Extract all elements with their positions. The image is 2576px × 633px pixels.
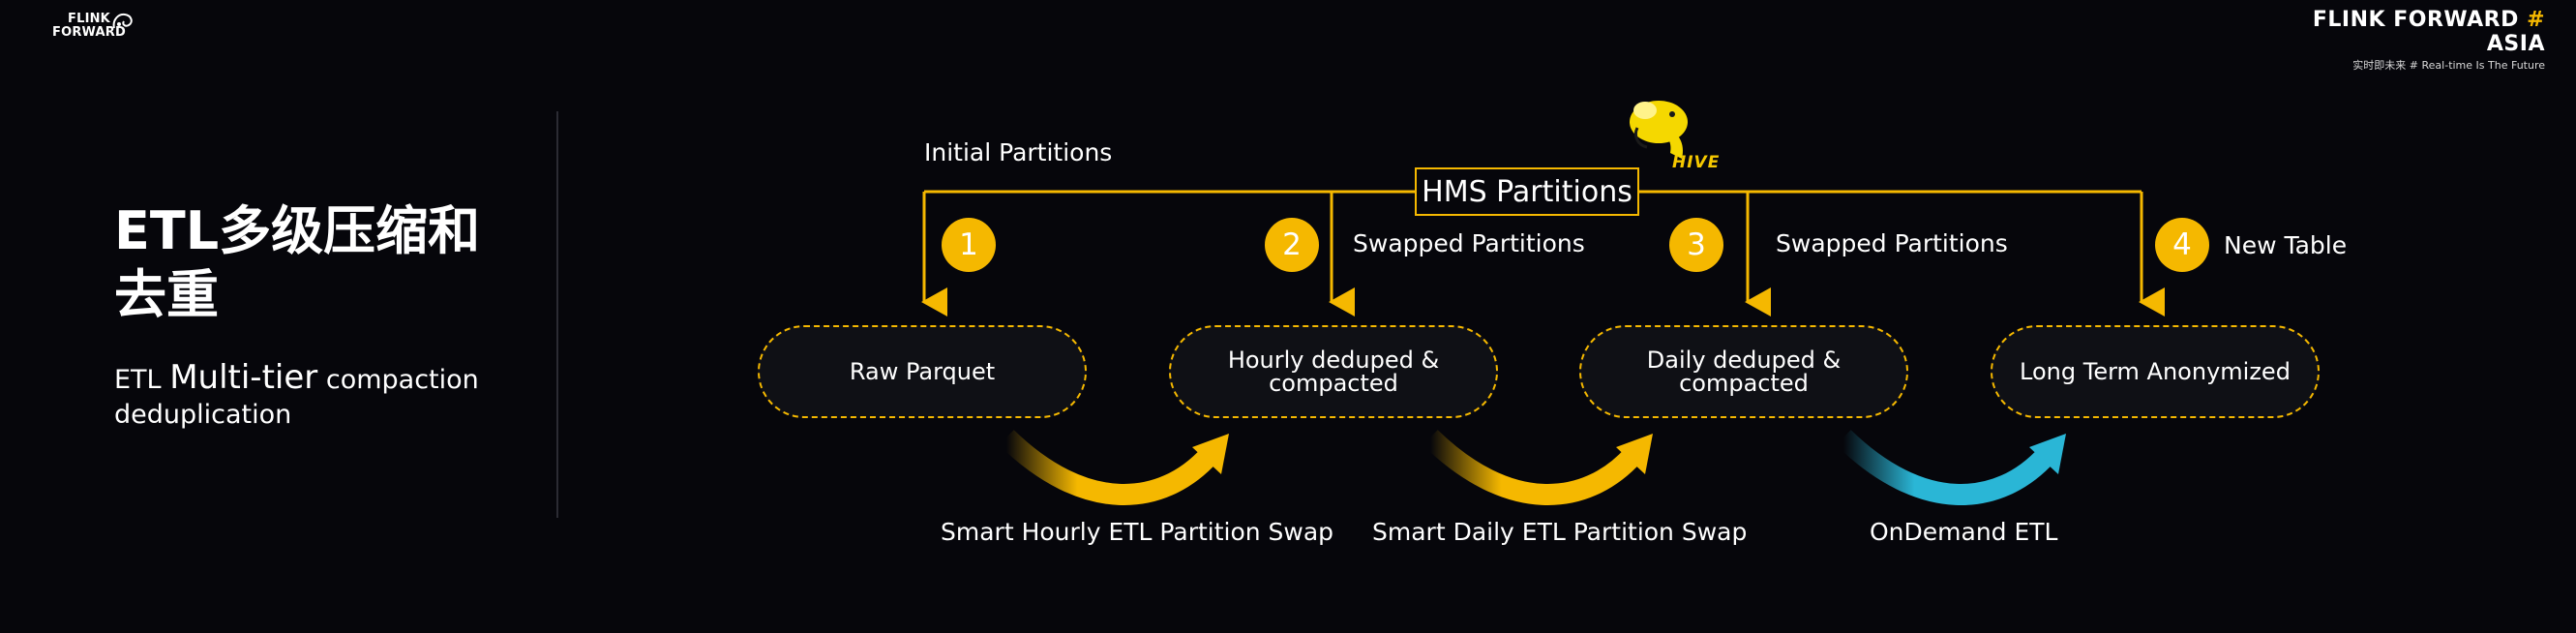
- swapped-partitions-label-2: Swapped Partitions: [1776, 229, 2008, 257]
- stage-box-daily: Daily deduped & compacted: [1579, 325, 1908, 418]
- stage-box-raw-parquet: Raw Parquet: [758, 325, 1087, 418]
- hive-logo-text: HIVE: [1672, 153, 1721, 172]
- step-circle-4: 4: [2155, 218, 2209, 272]
- stage-box-long-term: Long Term Anonymized: [1991, 325, 2320, 418]
- title-en-rest: compaction: [325, 365, 479, 395]
- title-en-big: Multi-tier: [169, 358, 318, 397]
- transition-arrow-2: [1423, 430, 1653, 505]
- hms-partitions-box: HMS Partitions: [1415, 167, 1639, 216]
- logo-line1: FLINK: [68, 12, 110, 26]
- swapped-partitions-label-1: Swapped Partitions: [1353, 229, 1585, 257]
- brand-main: FLINK FORWARD: [2312, 8, 2519, 32]
- slide-title-zh: ETL多级压缩和 去重: [114, 199, 501, 327]
- step-circle-2: 2: [1265, 218, 1319, 272]
- brand-region: ASIA: [2486, 32, 2545, 56]
- brand-hash: #: [2527, 8, 2545, 32]
- title-zh-line1: ETL多级压缩和: [114, 200, 481, 261]
- stage-box-line1: Hourly deduped &: [1227, 347, 1440, 374]
- transition-label-ondemand: OnDemand ETL: [1870, 518, 2058, 546]
- stage-box-line1: Raw Parquet: [849, 358, 996, 385]
- stage-box-line1: Long Term Anonymized: [2020, 358, 2291, 385]
- transition-arrow-3: [1836, 430, 2066, 505]
- hms-label: HMS Partitions: [1422, 174, 1632, 209]
- title-en-line1: ETL Multi-tier compaction: [114, 360, 540, 398]
- logo-line2: FORWARD: [52, 25, 126, 40]
- new-table-label: New Table: [2224, 231, 2348, 259]
- hive-bee-icon: [1630, 101, 1688, 159]
- step-circle-3: 3: [1669, 218, 1723, 272]
- transition-label-hourly: Smart Hourly ETL Partition Swap: [941, 518, 1334, 546]
- title-en-small: ETL: [114, 365, 162, 395]
- brand-header: FLINK FORWARD # ASIA 实时即未来 # Real-time I…: [2255, 8, 2545, 72]
- brand-title: FLINK FORWARD # ASIA: [2255, 8, 2545, 56]
- stage-box-line1: Daily deduped &: [1646, 347, 1842, 374]
- slide-title-en: ETL Multi-tier compaction deduplication: [114, 360, 540, 433]
- step-circle-1: 1: [942, 218, 996, 272]
- flink-forward-logo: FLINK FORWARD: [52, 13, 139, 45]
- squirrel-logo-icon: [112, 13, 133, 29]
- brand-subtitle: 实时即未来 # Real-time Is The Future: [2352, 59, 2545, 72]
- divider: [556, 111, 558, 518]
- transition-label-daily: Smart Daily ETL Partition Swap: [1372, 518, 1748, 546]
- stage-box-line2: compacted: [1269, 370, 1398, 397]
- stage-box-hourly: Hourly deduped & compacted: [1169, 325, 1498, 418]
- hive-logo: HIVE: [1618, 89, 1719, 178]
- transition-arrow-1: [999, 430, 1229, 505]
- initial-partitions-label: Initial Partitions: [924, 138, 1113, 166]
- stage-box-line2: compacted: [1679, 370, 1809, 397]
- title-en-line2: deduplication: [114, 400, 292, 430]
- title-zh-line2: 去重: [114, 264, 219, 325]
